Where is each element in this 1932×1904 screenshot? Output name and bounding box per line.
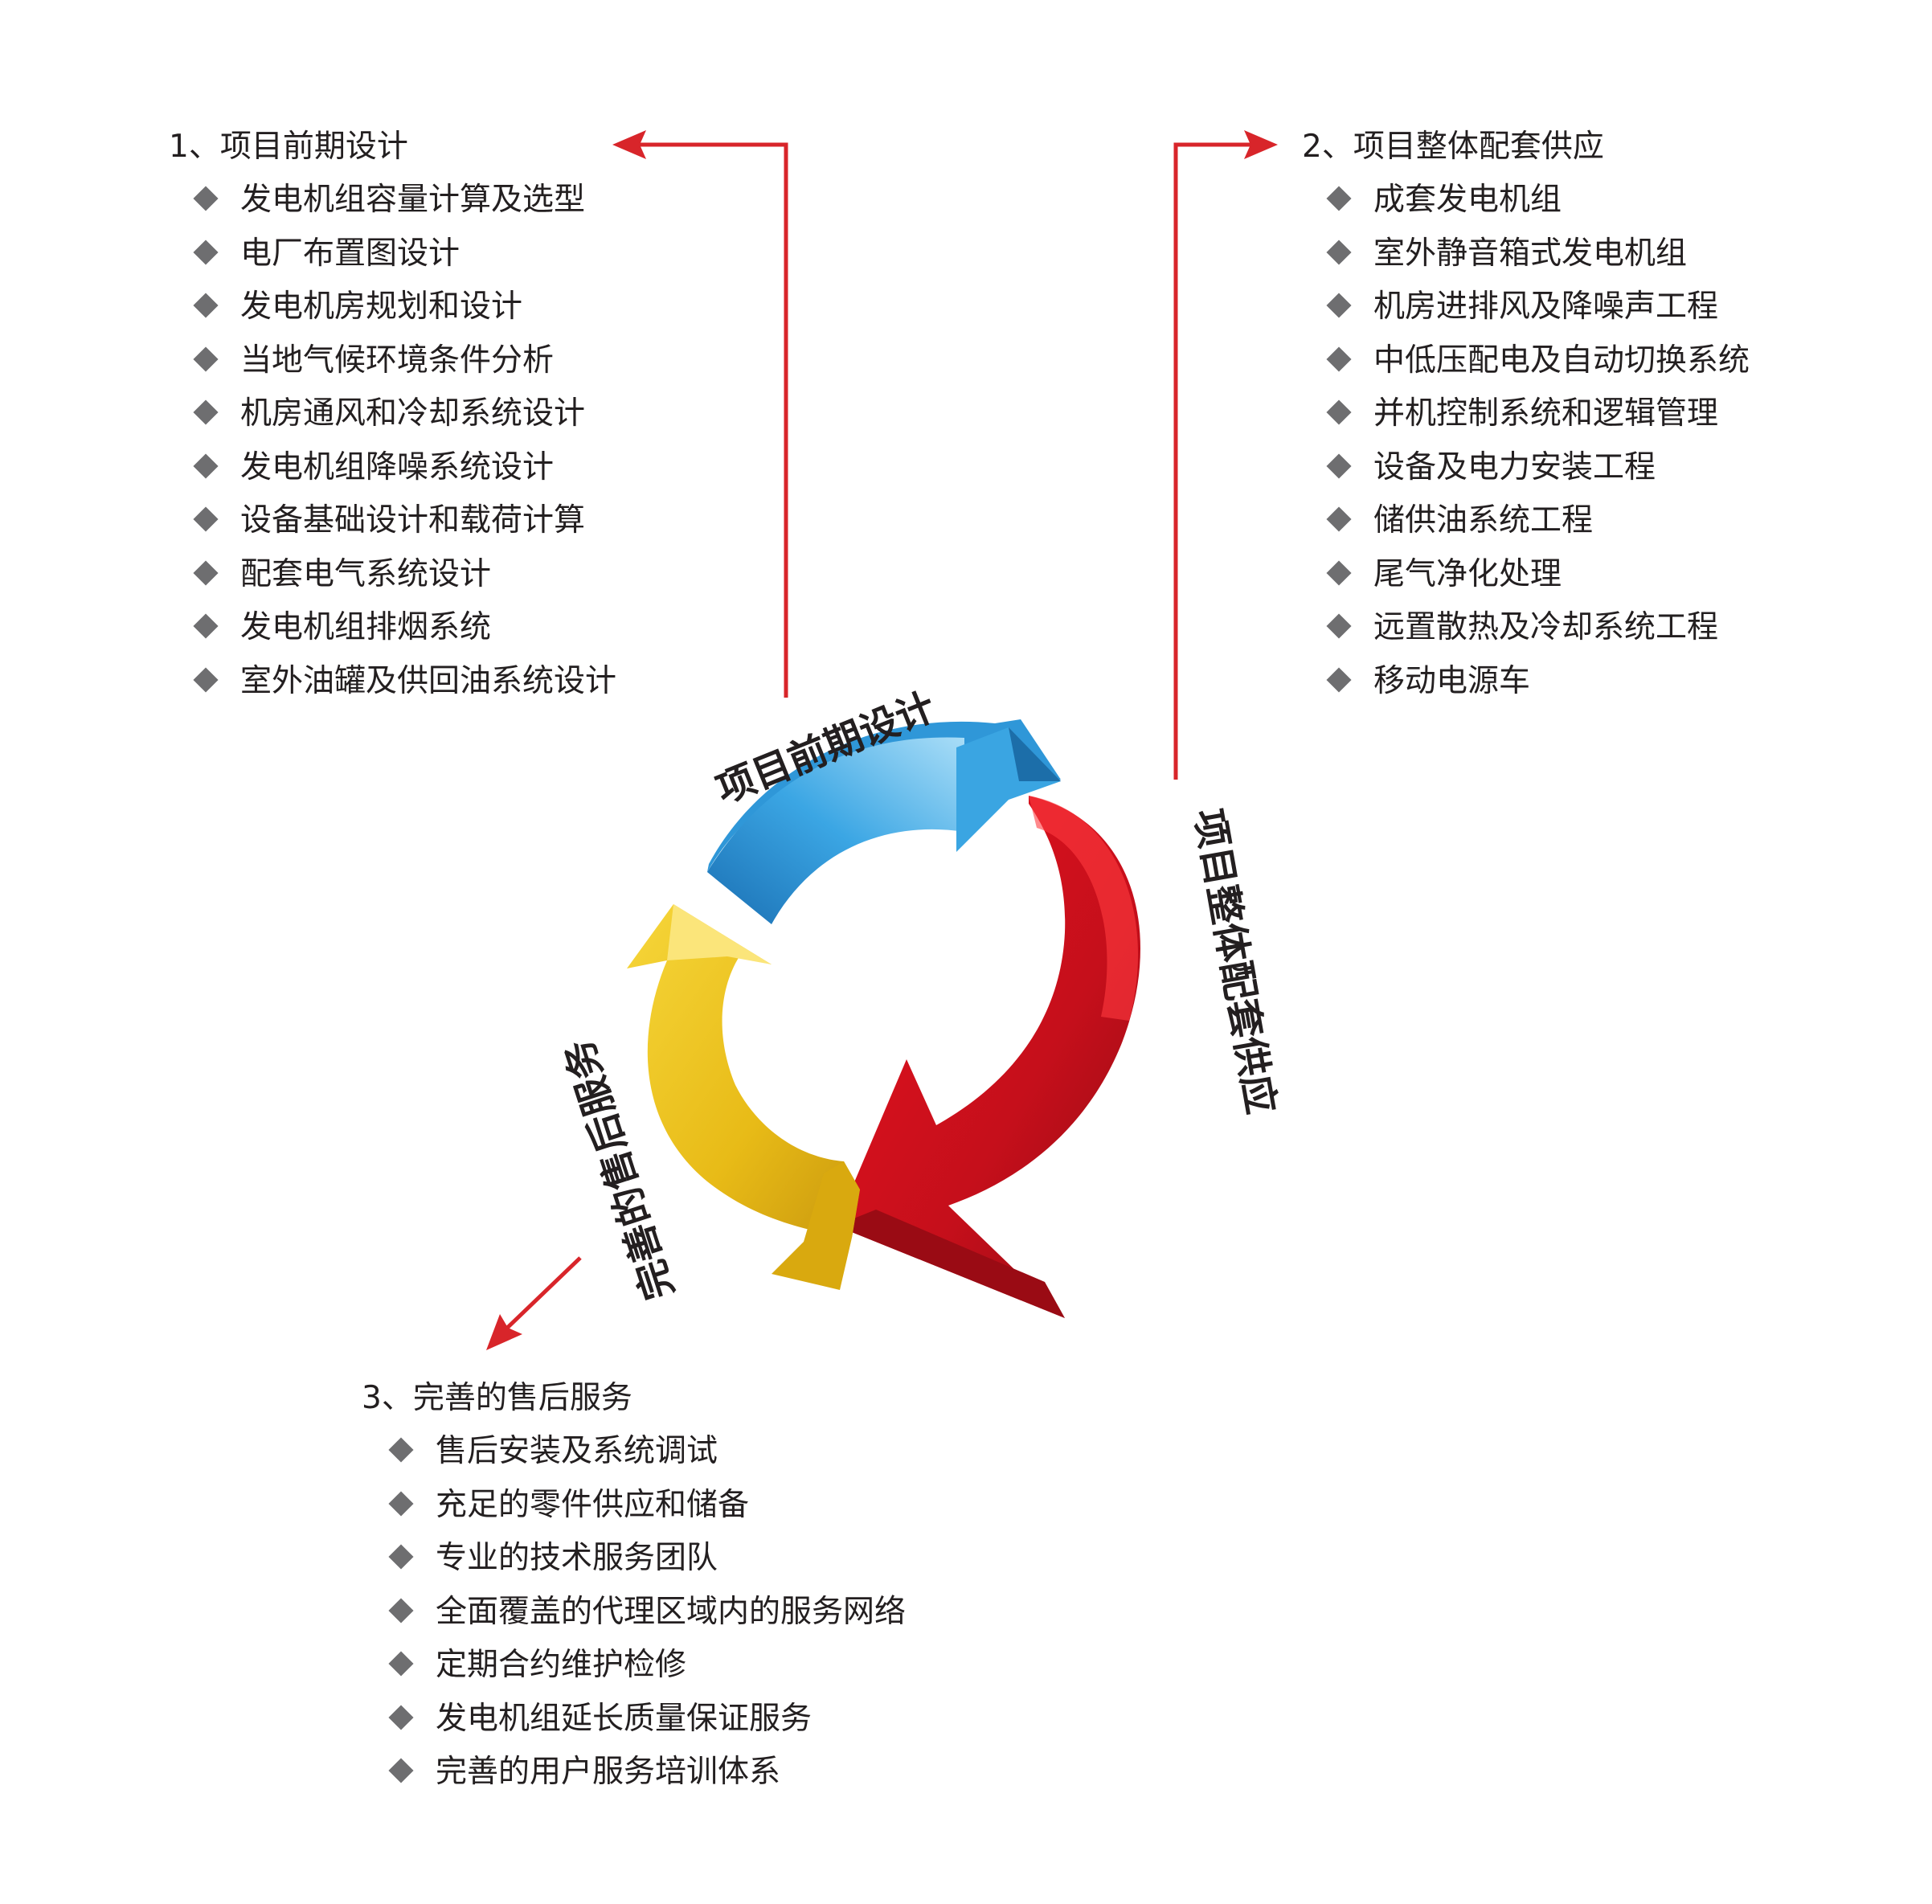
list-item: 定期合约维护检修 [388, 1639, 906, 1693]
diamond-bullet-icon [193, 666, 219, 693]
diamond-bullet-icon [193, 346, 219, 372]
list-item: 发电机组容量计算及选型 [193, 174, 616, 227]
diamond-bullet-icon [1326, 346, 1352, 372]
list-item: 发电机房规划和设计 [193, 280, 616, 334]
diamond-bullet-icon [388, 1651, 414, 1677]
list-item: 全面覆盖的代理区域内的服务网络 [388, 1586, 906, 1640]
diamond-bullet-icon [388, 1437, 414, 1463]
service-arrow [627, 904, 860, 1290]
list-item: 室外静音箱式发电机组 [1326, 227, 1750, 281]
diamond-bullet-icon [1326, 293, 1352, 318]
list-item: 中低压配电及自动切换系统 [1326, 334, 1750, 388]
diamond-bullet-icon [1326, 399, 1352, 425]
diamond-bullet-icon [193, 559, 219, 586]
list-item: 发电机组延长质量保证服务 [388, 1693, 906, 1746]
list-item: 完善的用户服务培训体系 [388, 1746, 906, 1800]
connector-design [612, 130, 788, 698]
diamond-bullet-icon [193, 399, 219, 425]
diamond-bullet-icon [193, 239, 219, 265]
connector-supply [1173, 130, 1278, 780]
diamond-bullet-icon [1326, 452, 1352, 479]
section-title-service: 3、完善的售后服务 [362, 1380, 632, 1416]
section-title-supply: 2、项目整体配套供应 [1302, 129, 1604, 165]
section-title-design: 1、项目前期设计 [169, 129, 408, 165]
service-item-list: 售后安装及系统调试 充足的零件供应和储备 专业的技术服务团队 全面覆盖的代理区域… [388, 1425, 906, 1800]
list-item: 成套发电机组 [1326, 174, 1750, 227]
list-item: 售后安装及系统调试 [388, 1425, 906, 1479]
ring-label-supply: 项目整体配套供应 [1185, 805, 1283, 1117]
list-item: 尾气净化处理 [1326, 548, 1750, 602]
supply-arrow [836, 796, 1141, 1318]
connector-service [486, 1256, 582, 1350]
diamond-bullet-icon [193, 613, 219, 639]
diamond-bullet-icon [193, 293, 219, 318]
section-project-design: 1、项目前期设计 发电机组容量计算及选型 电厂布置图设计 发电机房规划和设计 当… [169, 121, 616, 708]
list-item: 远置散热及冷却系统工程 [1326, 601, 1750, 655]
diamond-bullet-icon [1326, 613, 1352, 639]
diamond-bullet-icon [1326, 239, 1352, 265]
supply-item-list: 成套发电机组 室外静音箱式发电机组 机房进排风及降噪声工程 中低压配电及自动切换… [1326, 174, 1750, 709]
list-item: 机房进排风及降噪声工程 [1326, 280, 1750, 334]
list-item: 设备基础设计和载荷计算 [193, 494, 616, 548]
diamond-bullet-icon [1326, 666, 1352, 693]
diamond-bullet-icon [193, 506, 219, 532]
diamond-bullet-icon [1326, 559, 1352, 586]
section-after-sales: 3、完善的售后服务 售后安装及系统调试 充足的零件供应和储备 专业的技术服务团队… [362, 1372, 906, 1800]
list-item: 储供油系统工程 [1326, 494, 1750, 548]
list-item: 并机控制系统和逻辑管理 [1326, 387, 1750, 441]
list-item: 发电机组降噪系统设计 [193, 441, 616, 495]
list-item: 电厂布置图设计 [193, 227, 616, 281]
section-project-supply: 2、项目整体配套供应 成套发电机组 室外静音箱式发电机组 机房进排风及降噪声工程… [1302, 121, 1750, 708]
diamond-bullet-icon [1326, 506, 1352, 532]
diamond-bullet-icon [1326, 186, 1352, 211]
list-item: 配套电气系统设计 [193, 548, 616, 602]
list-item: 专业的技术服务团队 [388, 1532, 906, 1586]
list-item: 机房通风和冷却系统设计 [193, 387, 616, 441]
design-item-list: 发电机组容量计算及选型 电厂布置图设计 发电机房规划和设计 当地气候环境条件分析… [193, 174, 616, 709]
diamond-bullet-icon [193, 452, 219, 479]
list-item: 当地气候环境条件分析 [193, 334, 616, 388]
diamond-bullet-icon [388, 1704, 414, 1730]
list-item: 充足的零件供应和储备 [388, 1479, 906, 1533]
design-arrow [707, 719, 1061, 924]
list-item: 室外油罐及供回油系统设计 [193, 655, 616, 709]
diamond-bullet-icon [193, 186, 219, 211]
list-item: 发电机组排烟系统 [193, 601, 616, 655]
diamond-bullet-icon [388, 1758, 414, 1783]
list-item: 移动电源车 [1326, 655, 1750, 709]
list-item: 设备及电力安装工程 [1326, 441, 1750, 495]
diamond-bullet-icon [388, 1597, 414, 1624]
diamond-bullet-icon [388, 1490, 414, 1517]
diamond-bullet-icon [388, 1544, 414, 1570]
